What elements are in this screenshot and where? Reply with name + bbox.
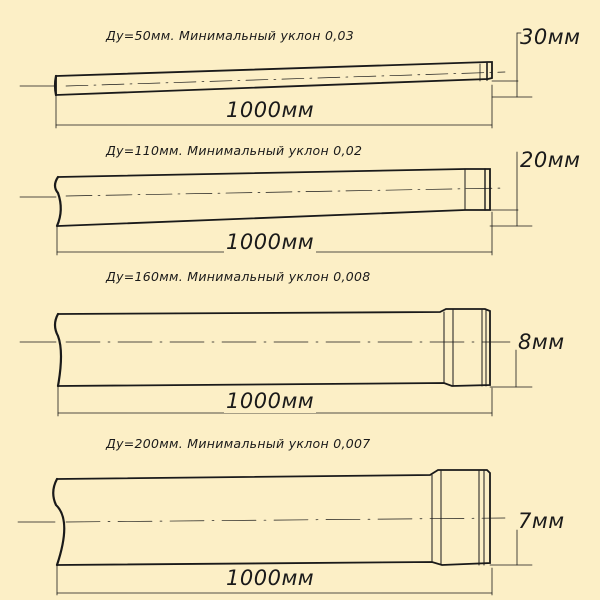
pipe-160-drawing <box>19 308 533 417</box>
pipe-110-slope-label: 20мм <box>520 148 581 172</box>
pipe-160-title: Ду=160мм. Минимальный уклон 0,008 <box>106 269 371 284</box>
pipe-110-length-label: 1000мм <box>224 230 317 254</box>
pipe-50-length-label: 1000мм <box>224 98 317 122</box>
pipe-160-slope-label: 8мм <box>518 330 565 354</box>
pipe-110-title: Ду=110мм. Минимальный уклон 0,02 <box>106 143 363 158</box>
pipe-50-slope-label: 30мм <box>520 25 581 49</box>
pipe-160-length-label: 1000мм <box>224 389 317 413</box>
pipe-200-length-label: 1000мм <box>224 566 317 590</box>
pipe-200-slope-label: 7мм <box>518 509 565 533</box>
pipe-200-title: Ду=200мм. Минимальный уклон 0,007 <box>106 436 371 451</box>
pipe-200-drawing <box>17 469 533 596</box>
pipe-50-title: Ду=50мм. Минимальный уклон 0,03 <box>106 28 355 43</box>
pipe-50-drawing <box>19 32 533 129</box>
